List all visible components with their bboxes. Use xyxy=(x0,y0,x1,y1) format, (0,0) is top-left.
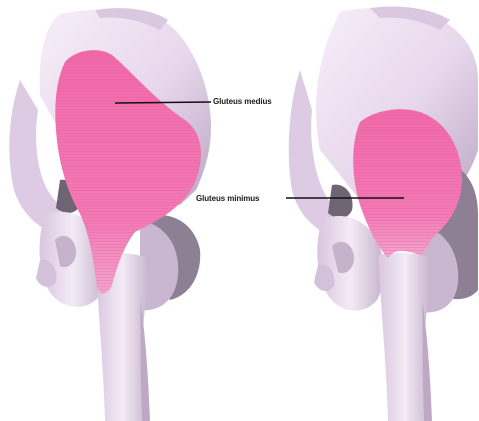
medius-leader-line xyxy=(115,102,211,103)
gluteus-medius-label: Gluteus medius xyxy=(213,97,272,106)
gluteus-minimus-label: Gluteus minimus xyxy=(196,194,259,203)
